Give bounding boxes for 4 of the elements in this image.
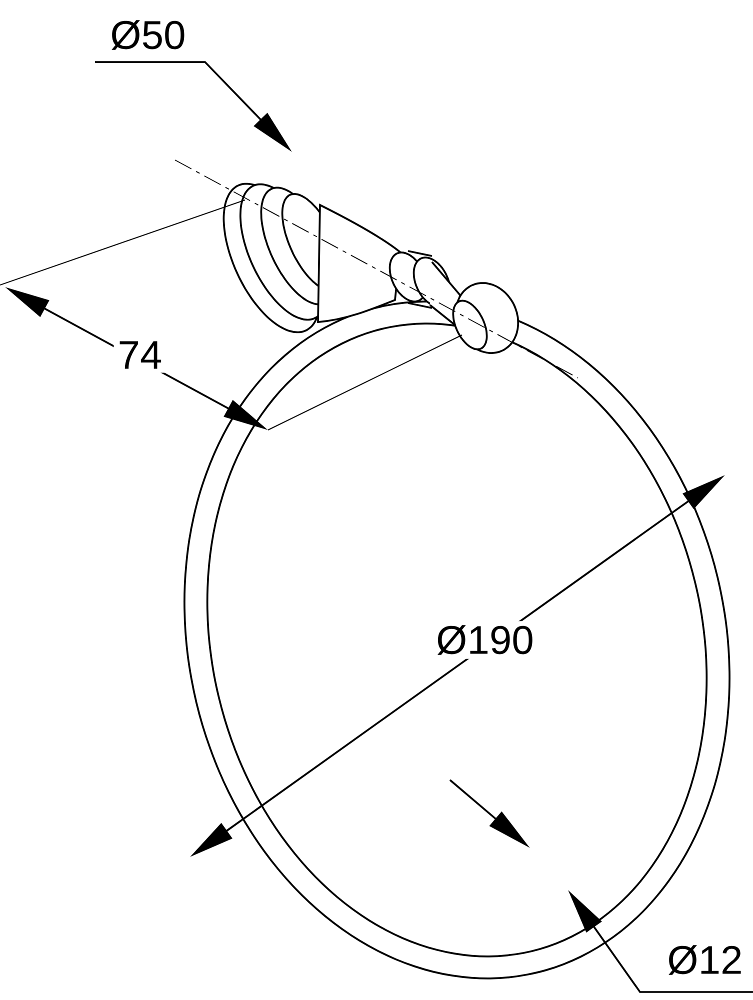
- dimension-label: Ø50: [106, 16, 190, 54]
- dimension-label: Ø12: [663, 941, 747, 979]
- dimension-label: 74: [114, 337, 166, 373]
- dimension-label: Ø190: [432, 621, 538, 659]
